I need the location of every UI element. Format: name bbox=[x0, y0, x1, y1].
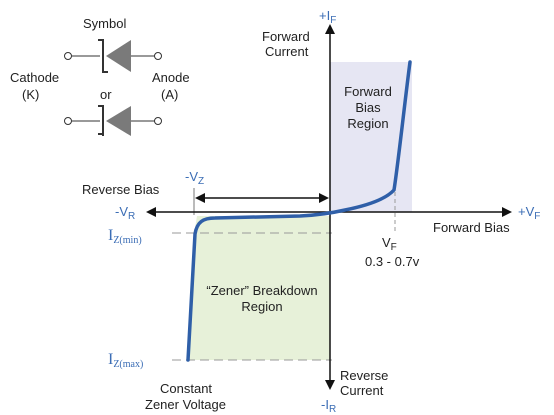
plus-if-label: +IF bbox=[319, 8, 336, 26]
anode-a-label: (A) bbox=[161, 87, 178, 102]
cathode-k-label: (K) bbox=[22, 87, 39, 102]
vf-marker-label: VF bbox=[382, 235, 397, 253]
forward-bias-region bbox=[330, 62, 412, 212]
minus-vr-label: -VR bbox=[115, 204, 135, 222]
cathode-label: Cathode bbox=[10, 70, 59, 85]
zener-region-label-2: Region bbox=[241, 299, 282, 314]
forward-bias-label: Forward Bias bbox=[433, 220, 510, 235]
minus-ir-label: -IR bbox=[321, 397, 336, 415]
anode-label: Anode bbox=[152, 70, 190, 85]
forward-region-label-3: Region bbox=[347, 116, 388, 131]
diode-symbol-top bbox=[64, 39, 162, 73]
reverse-current-label-2: Current bbox=[340, 383, 384, 398]
reverse-bias-label: Reverse Bias bbox=[82, 182, 160, 197]
forward-current-label-2: Current bbox=[265, 44, 309, 59]
symbol-or: or bbox=[100, 87, 112, 102]
constant-label: Constant bbox=[160, 381, 212, 396]
forward-current-label-1: Forward bbox=[262, 29, 310, 44]
zener-region-label-1: “Zener” Breakdown bbox=[206, 283, 317, 298]
vf-range-label: 0.3 - 0.7v bbox=[365, 254, 420, 269]
zener-characteristic-curve bbox=[186, 60, 412, 362]
iz-max-label: IZ(max) bbox=[108, 351, 143, 370]
zener-breakdown-region bbox=[188, 216, 330, 360]
forward-region-label-2: Bias bbox=[355, 100, 381, 115]
forward-region-label-1: Forward bbox=[344, 84, 392, 99]
symbol-title: Symbol bbox=[83, 16, 126, 31]
iz-min-label: IZ(min) bbox=[108, 227, 142, 246]
reverse-current-label-1: Reverse bbox=[340, 368, 388, 383]
plus-vf-label: +VF bbox=[518, 204, 540, 222]
zener-voltage-label: Zener Voltage bbox=[145, 397, 226, 412]
minus-vz-label: -VZ bbox=[185, 169, 204, 187]
diode-symbol-bottom bbox=[64, 105, 162, 136]
